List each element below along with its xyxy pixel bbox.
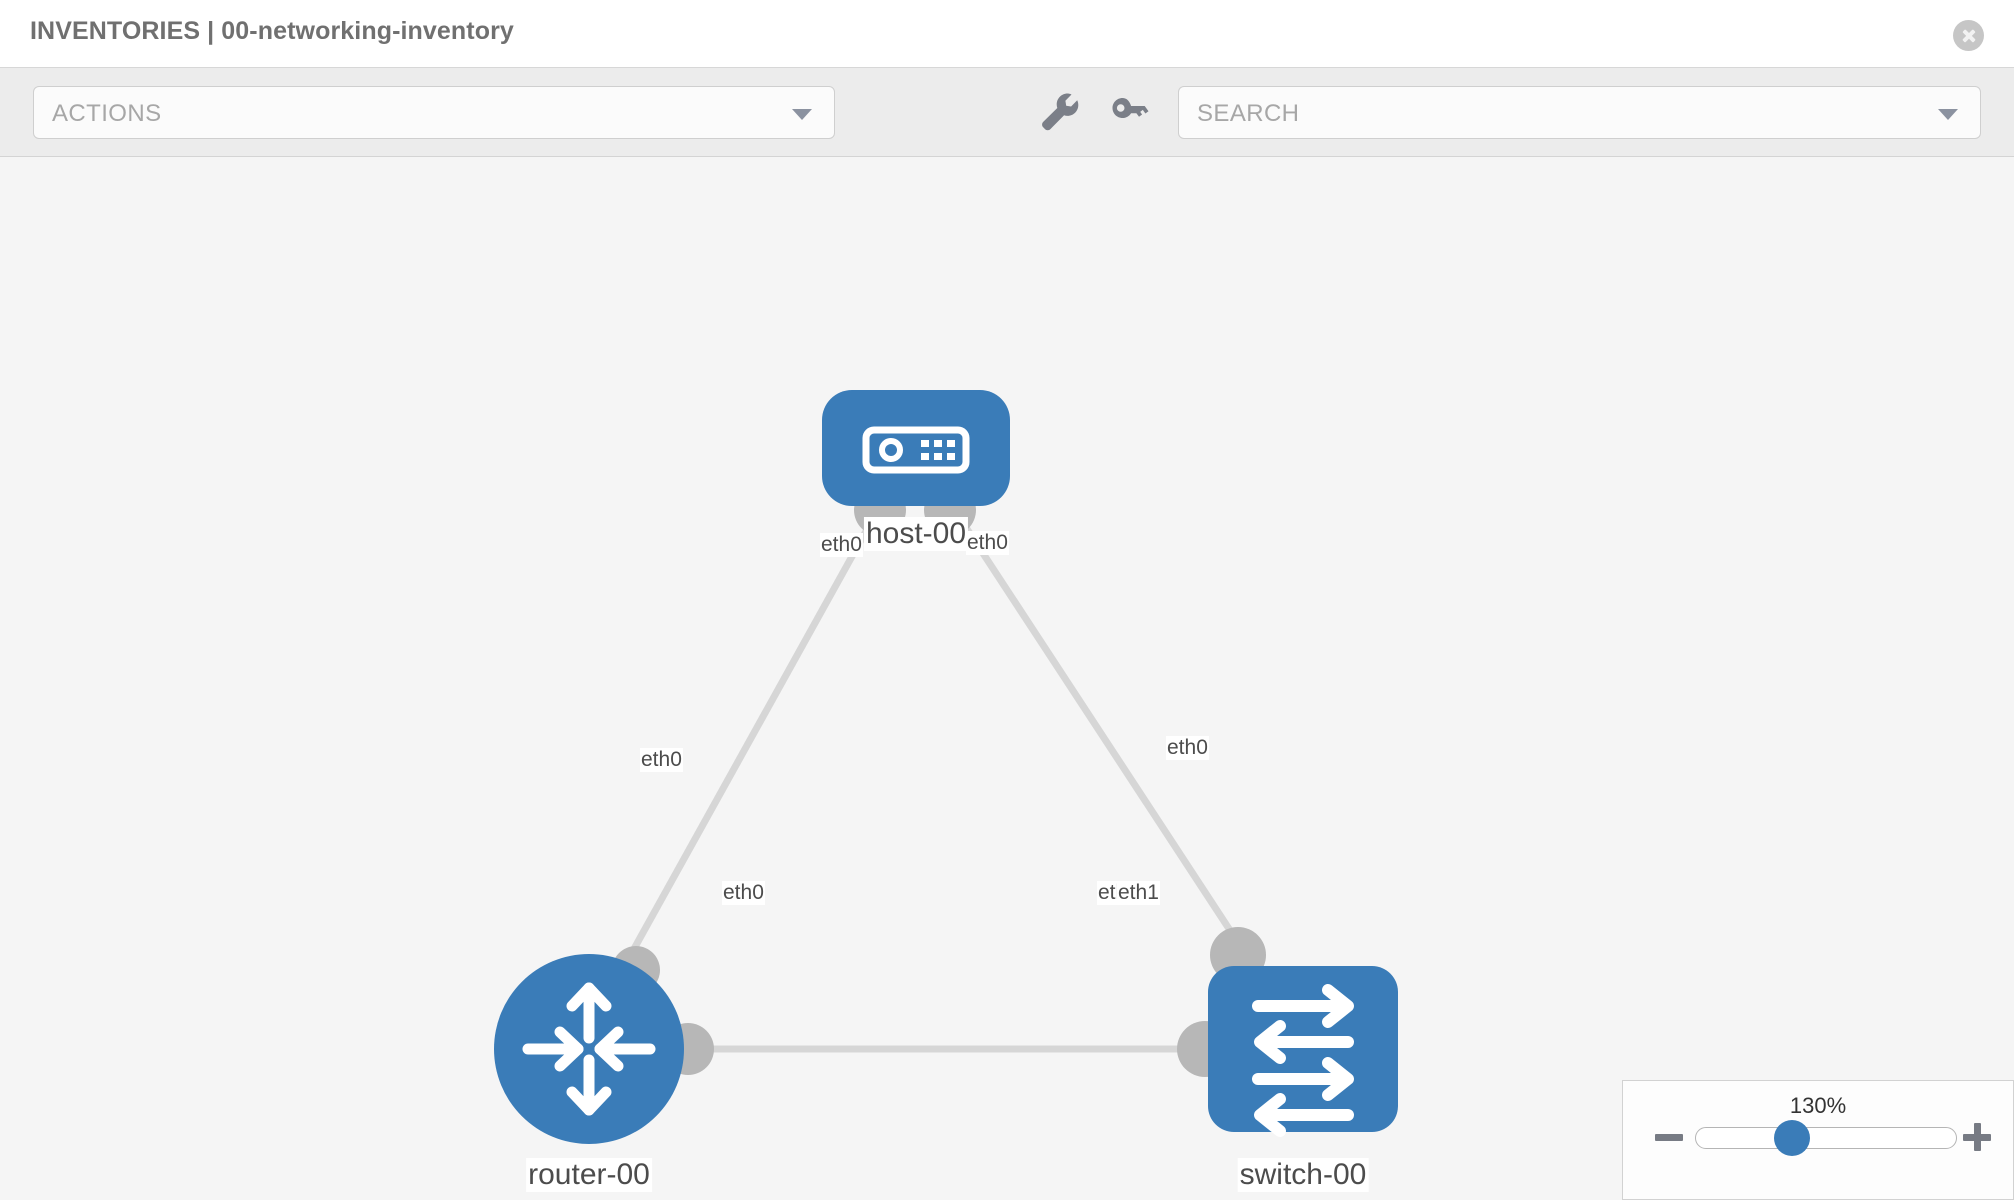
zoom-in-button[interactable] — [1963, 1123, 1991, 1151]
chevron-down-icon[interactable] — [1938, 108, 1958, 120]
close-icon[interactable] — [1953, 20, 1984, 51]
zoom-level-value: 130% — [1789, 1093, 1847, 1118]
node-label-host-00: host-00 — [863, 517, 969, 551]
zoom-slider-thumb[interactable] — [1774, 1120, 1810, 1156]
topology-canvas[interactable]: host-00 router-00 switch-00 eth0 eth0 et… — [0, 158, 2014, 1200]
switch-arrows-icon — [1252, 984, 1354, 1137]
node-label-switch-00: switch-00 — [1237, 1158, 1369, 1192]
node-label-router-00: router-00 — [526, 1158, 652, 1192]
toolbar: ACTIONS SEARCH — [0, 68, 2014, 157]
key-icon[interactable] — [1104, 88, 1152, 136]
page-title: INVENTORIES | 00-networking-inventory — [30, 17, 514, 45]
port-label-router-to-switch: eth0 — [722, 881, 765, 905]
node-switch-00[interactable] — [1208, 966, 1398, 1137]
actions-dropdown[interactable]: ACTIONS — [33, 86, 835, 139]
zoom-control-panel: 130% — [1622, 1080, 2014, 1200]
edge-host-router[interactable] — [621, 504, 884, 967]
edge-host-switch[interactable] — [949, 504, 1259, 972]
port-label-switch-to-router-eth1: eth1 — [1117, 881, 1160, 905]
node-host-00[interactable] — [822, 390, 1010, 506]
actions-dropdown-label: ACTIONS — [52, 100, 162, 127]
port-label-host-to-switch: eth0 — [966, 531, 1009, 555]
zoom-slider-track[interactable] — [1695, 1127, 1957, 1149]
topology-graph — [494, 390, 1398, 1144]
search-input[interactable]: SEARCH — [1178, 86, 1981, 139]
server-icon — [862, 426, 970, 474]
search-placeholder: SEARCH — [1197, 100, 1300, 127]
wrench-icon[interactable] — [1036, 88, 1084, 136]
port-label-host-to-router: eth0 — [820, 533, 863, 557]
port-label-router-to-host: eth0 — [640, 748, 683, 772]
node-router-00[interactable] — [494, 954, 684, 1144]
page-header: INVENTORIES | 00-networking-inventory — [0, 0, 2014, 68]
zoom-out-button[interactable] — [1655, 1123, 1683, 1151]
chevron-down-icon — [792, 108, 812, 120]
port-label-switch-to-host: eth0 — [1166, 736, 1209, 760]
router-arrows-icon — [522, 982, 656, 1116]
graph-ports — [612, 484, 1266, 1077]
graph-edges — [621, 504, 1259, 1053]
